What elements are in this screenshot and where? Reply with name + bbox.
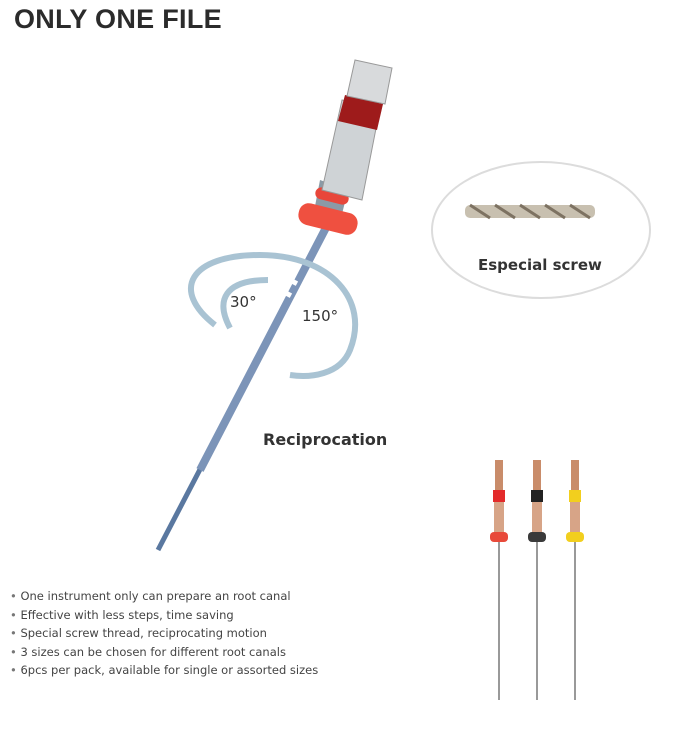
feature-item: 6pcs per pack, available for single or a…	[10, 661, 318, 680]
reciprocation-label: Reciprocation	[263, 430, 388, 449]
feature-item: Effective with less steps, time saving	[10, 606, 318, 625]
angle-150-label: 150°	[302, 307, 339, 325]
feature-item: 3 sizes can be chosen for different root…	[10, 643, 318, 662]
especial-screw-label: Especial screw	[478, 256, 602, 274]
especial-screw-inset	[431, 161, 651, 299]
page-title: ONLY ONE FILE	[14, 4, 222, 34]
feature-list: One instrument only can prepare an root …	[10, 587, 318, 680]
rotation-arrows	[188, 251, 358, 379]
three-files	[490, 460, 584, 700]
angle-30-label: 30°	[230, 293, 257, 311]
feature-item: Special screw thread, reciprocating moti…	[10, 624, 318, 643]
feature-item: One instrument only can prepare an root …	[10, 587, 318, 606]
main-file	[155, 59, 393, 552]
